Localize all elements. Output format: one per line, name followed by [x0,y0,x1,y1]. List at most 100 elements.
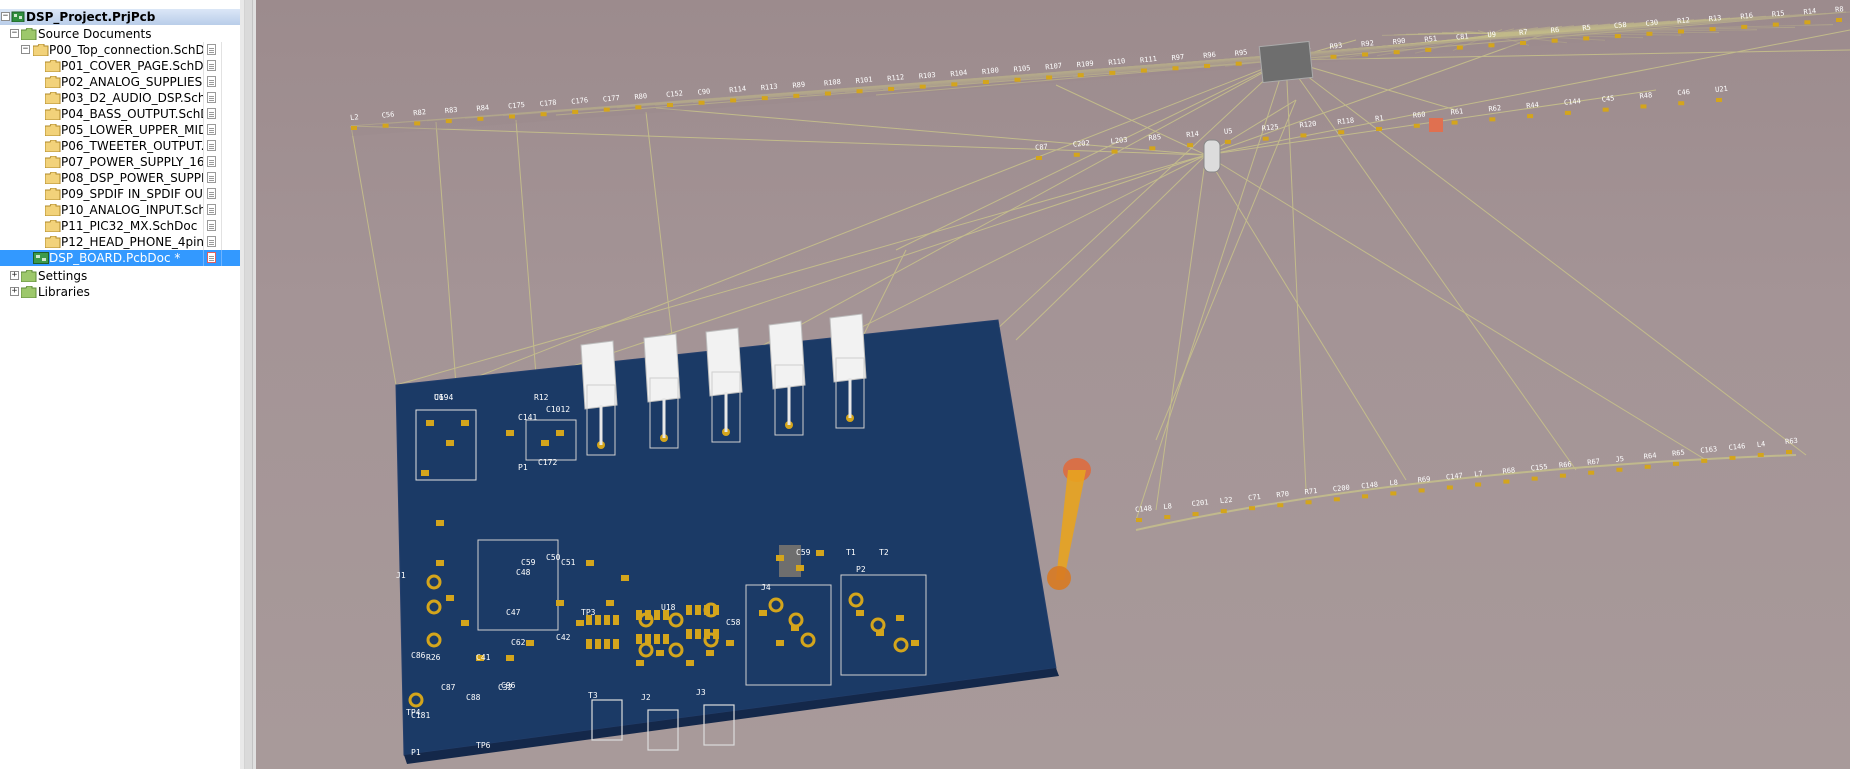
smd-pad [1640,104,1647,109]
smd-pad [604,639,610,649]
document-status-icon [207,44,216,55]
smd-pad [540,112,547,117]
silkscreen-designator: C1012 [546,405,570,414]
smd-pad [1503,479,1510,484]
tree-row-sheet[interactable]: P06_TWEETER_OUTPUT.SchD [0,138,240,154]
tree-row-libraries[interactable]: + Libraries [0,284,240,300]
through-hole-pad [426,574,442,590]
collapse-toggle-icon[interactable]: − [21,44,30,54]
smd-pad [1588,470,1595,475]
designator-label: U21 [1715,85,1728,94]
tree-row-sheet[interactable]: P09_SPDIF IN_SPDIF OUT.Sch [0,186,240,202]
sheet-label: P02_ANALOG_SUPPLIES.SchI [61,75,203,89]
projects-panel: − DSP_Project.PrjPcb − Source Documents … [0,0,240,769]
designator-label: R63 [1785,437,1798,446]
designator-label: C148 [1135,504,1153,514]
smd-pad [613,615,619,625]
tree-row-pcb-document[interactable]: DSP_BOARD.PcbDoc * [0,250,240,266]
smd-pad [506,430,514,436]
sheet-label: P03_D2_AUDIO_DSP.SchDoc [61,91,203,105]
collapse-toggle-icon[interactable]: − [1,11,10,21]
tree-row-sheet[interactable]: P04_BASS_OUTPUT.SchDoc [0,106,240,122]
smd-pad [1073,152,1080,157]
smd-pad [1836,18,1842,22]
tree-row-sheet[interactable]: P08_DSP_POWER_SUPPLY.Sc [0,170,240,186]
smd-pad [1425,47,1432,52]
panel-splitter[interactable] [240,0,256,769]
document-status-icon [207,124,216,135]
smd-pad [919,84,926,89]
tree-row-settings[interactable]: + Settings [0,268,240,284]
tree-row-sheet[interactable]: P11_PIC32_MX.SchDoc [0,218,240,234]
pcb-project-icon [11,11,25,22]
silkscreen-designator: U6 [434,393,444,402]
tree-row-sheet[interactable]: P07_POWER_SUPPLY_16V.Sc [0,154,240,170]
sheet-label: P05_LOWER_UPPER_MID.Sch [61,123,203,137]
smd-pad [1305,500,1312,505]
smd-pad [796,565,804,571]
schematic-icon [45,188,61,200]
tree-row-sheet[interactable]: P03_D2_AUDIO_DSP.SchDoc [0,90,240,106]
tree-row-sheet[interactable]: P02_ANALOG_SUPPLIES.SchI [0,74,240,90]
designator-label: R15 [1772,9,1785,18]
designator-label: R80 [634,92,647,101]
tree-row-source-documents[interactable]: − Source Documents [0,26,240,42]
u6-footprint [415,409,477,481]
tree-row-top-connection[interactable]: − P00_Top_connection.SchDoc [0,42,240,58]
document-status-icon [207,140,216,151]
designator-label: R82 [413,108,426,117]
document-status-icon [207,76,216,87]
silkscreen-designator: C62 [511,638,526,647]
tree-row-sheet[interactable]: P01_COVER_PAGE.SchDoc [0,58,240,74]
smd-pad [1109,70,1116,75]
through-hole-pad [426,599,442,615]
designator-label: R109 [1076,59,1094,69]
tree-row-project-root[interactable]: − DSP_Project.PrjPcb [0,9,240,25]
tree-row-sheet[interactable]: P10_ANALOG_INPUT.SchDoc [0,202,240,218]
designator-label: R118 [1337,117,1355,127]
board-components [408,409,927,751]
smd-pad [663,634,669,644]
silkscreen-designator: T2 [879,548,889,557]
smd-pad [1701,458,1708,463]
collapse-toggle-icon[interactable]: − [10,28,19,38]
silkscreen-designator: C181 [411,711,430,720]
smd-pad [1583,36,1590,41]
smd-pad [1333,497,1340,502]
top-connection-label: P00_Top_connection.SchDoc [49,43,203,57]
smd-pad [1136,518,1142,522]
white-connector-housing [829,313,867,383]
designator-label: C45 [1601,94,1614,103]
designator-label: R51 [1424,35,1437,44]
tree-row-sheet[interactable]: P12_HEAD_PHONE_4pins.Sc [0,234,240,250]
designator-label: U9 [1487,30,1496,39]
smd-pad [888,86,895,91]
smd-pad [1362,52,1369,57]
source-documents-label: Source Documents [38,27,152,41]
silkscreen-designator: C48 [516,568,531,577]
smd-pad [1672,461,1679,466]
designator-label: L7 [1474,470,1483,479]
designator-label: R48 [1639,91,1652,100]
designator-label: R105 [1013,64,1031,74]
expand-toggle-icon[interactable]: + [10,270,19,280]
through-hole-pad [668,612,684,628]
schematic-folder-icon [33,44,49,56]
smd-pad [713,605,719,615]
expand-toggle-icon[interactable]: + [10,286,19,296]
smd-pad [1192,512,1199,517]
silkscreen-designator: P2 [856,565,866,574]
designator-label: R62 [1488,104,1501,113]
regulator-footprint [525,419,577,461]
smd-pad [856,89,863,94]
silkscreen-designator: C51 [561,558,576,567]
designator-label: R67 [1587,457,1600,466]
schematic-icon [45,204,61,216]
tree-row-sheet[interactable]: P05_LOWER_UPPER_MID.Sch [0,122,240,138]
smd-pad [1646,31,1653,36]
designator-label: C175 [508,101,526,111]
smd-pad [541,440,549,446]
smd-pad [1729,455,1736,460]
